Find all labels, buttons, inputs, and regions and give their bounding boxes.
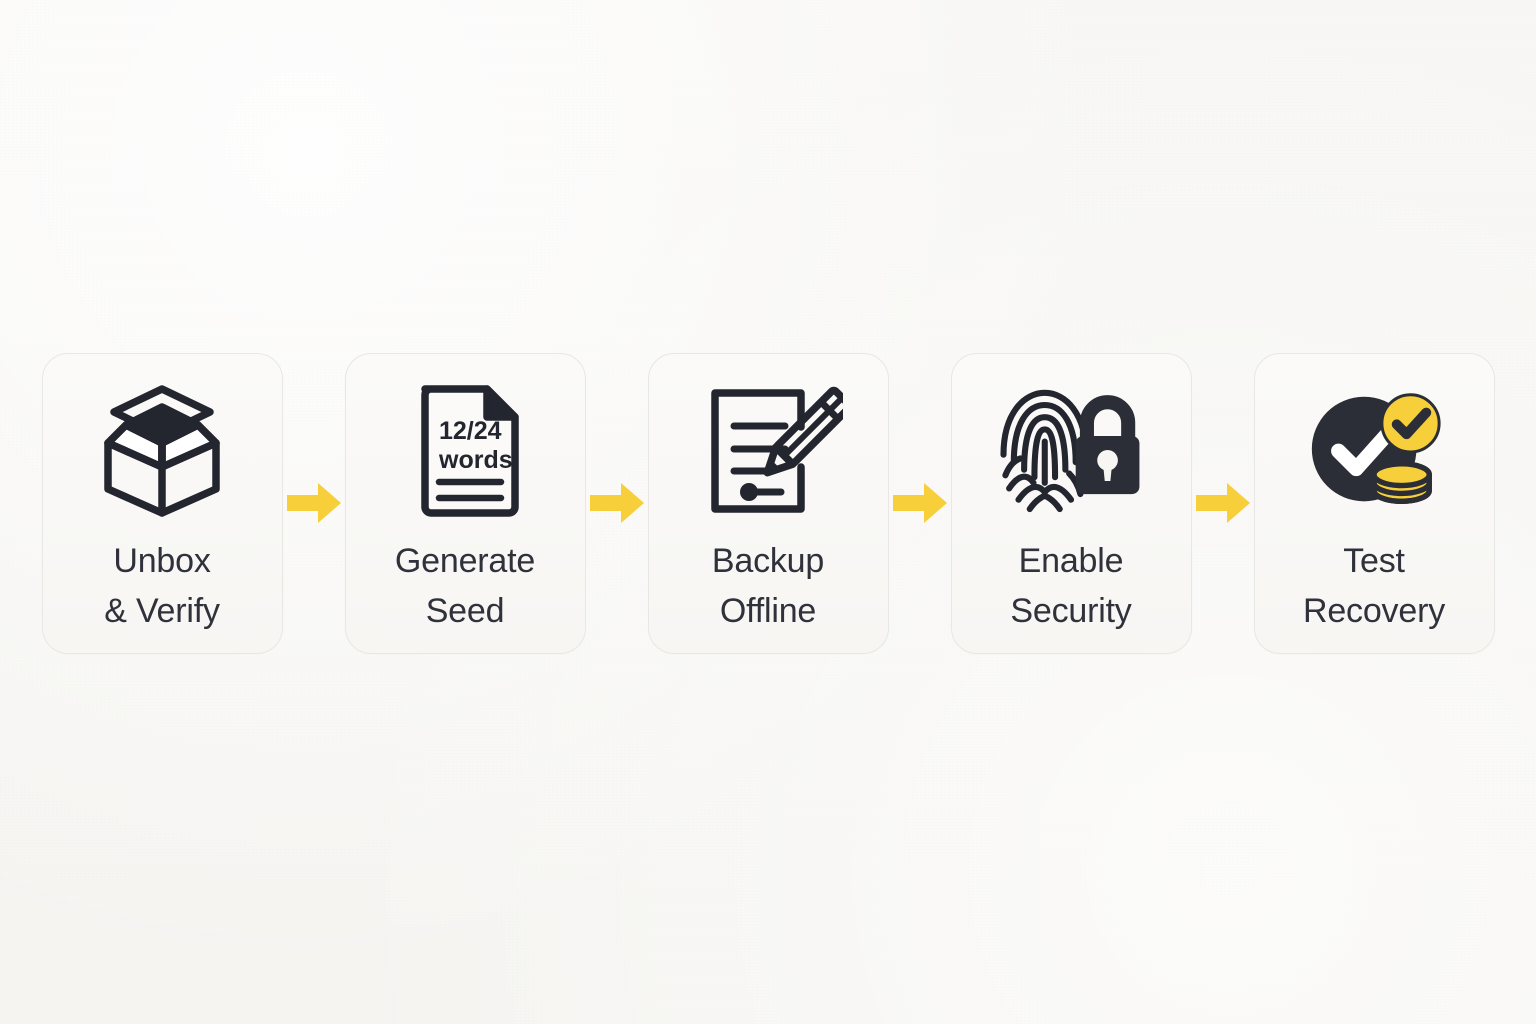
step-label-generate-seed: Generate Seed	[394, 541, 536, 630]
arrow-right-icon-3	[889, 475, 951, 531]
step-card-test-recovery[interactable]: Test Recovery	[1253, 352, 1495, 654]
step-card-backup-offline[interactable]: Backup Offline	[647, 352, 889, 654]
step-label-backup-offline: Backup Offline	[711, 541, 825, 630]
step-label-unbox-verify: Unbox & Verify	[104, 541, 220, 630]
document-pencil-icon	[693, 380, 843, 520]
arrow-right-icon-2	[586, 475, 648, 531]
arrow-right-icon-4	[1192, 475, 1254, 531]
open-box-icon	[87, 380, 237, 520]
step-card-generate-seed[interactable]: 12/24 words Generate Seed	[344, 352, 586, 654]
step-card-enable-security[interactable]: Enable Security	[950, 352, 1192, 654]
step-label-enable-security: Enable Security	[1010, 541, 1132, 630]
seed-doc-text-line2: words	[438, 446, 513, 474]
seed-document-icon: 12/24 words	[390, 380, 540, 520]
step-label-test-recovery: Test Recovery	[1302, 541, 1445, 630]
check-coins-icon	[1299, 380, 1449, 520]
arrow-right-icon-1	[283, 475, 345, 531]
process-flow: Unbox & Verify 12/24 words	[0, 352, 1536, 654]
step-card-unbox-verify[interactable]: Unbox & Verify	[41, 352, 283, 654]
seed-doc-text-line1: 12/24	[439, 417, 502, 445]
fingerprint-lock-icon	[996, 380, 1146, 520]
